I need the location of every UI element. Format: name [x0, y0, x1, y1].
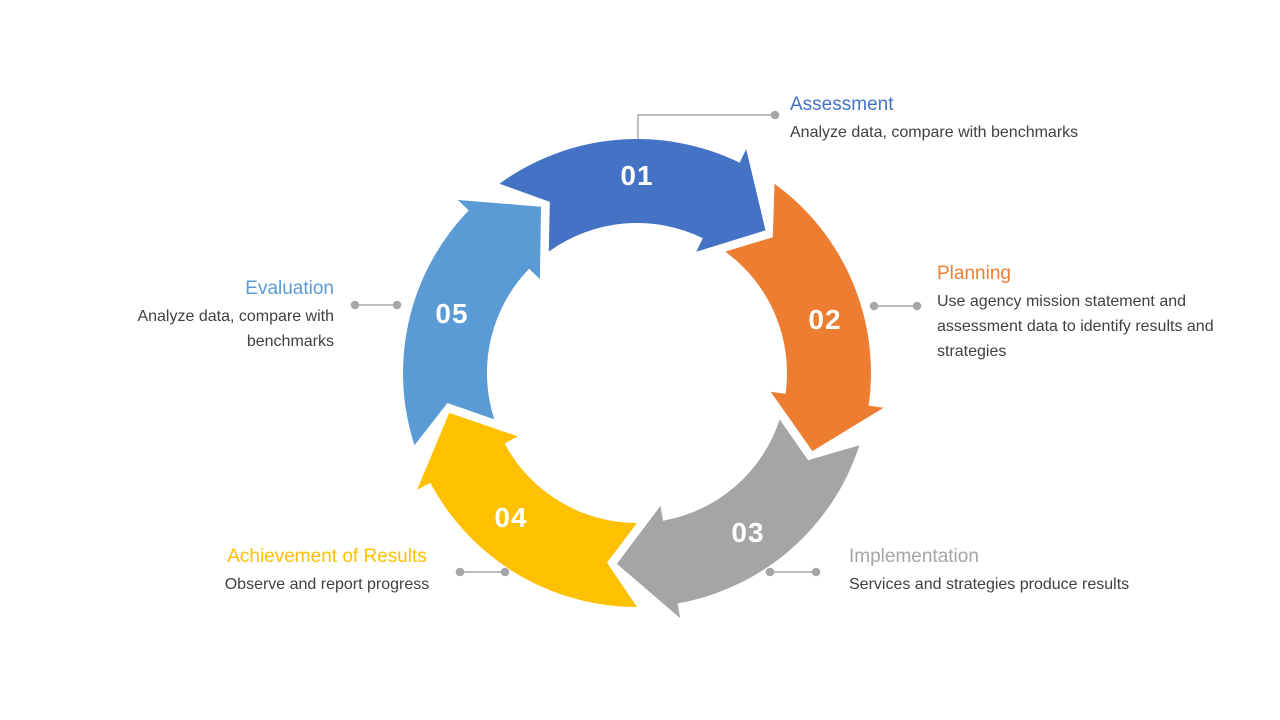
step-title-implementation: Implementation — [849, 546, 979, 567]
leader-planning — [869, 301, 922, 311]
arrow-achievement-of-results — [414, 410, 640, 610]
leader-implementation-dot — [765, 567, 775, 577]
leader-assessment — [637, 110, 780, 139]
leader-evaluation — [350, 300, 402, 310]
step-text-evaluation: Evaluation Analyze data, compare with be… — [114, 277, 334, 354]
step-number-03: 03 — [731, 517, 765, 548]
step-desc-achievement-of-results: Observe and report progress — [224, 576, 430, 593]
leader-evaluation-dot — [392, 300, 402, 310]
step-text-planning: Planning Use agency mission statement an… — [937, 262, 1249, 364]
step-number-01: 01 — [620, 160, 654, 191]
step-number-05: 05 — [435, 298, 469, 329]
step-number-02: 02 — [808, 304, 842, 335]
step-text-achievement-of-results: Achievement of Results Observe and repor… — [207, 545, 447, 597]
step-text-assessment: Assessment Analyze data, compare with be… — [790, 93, 1078, 145]
leader-achievement-dot — [500, 567, 510, 577]
arrow-evaluation — [400, 197, 544, 448]
step-text-implementation: Implementation Services and strategies p… — [849, 545, 1129, 597]
step-desc-implementation: Services and strategies produce results — [849, 576, 1130, 593]
step-title-planning: Planning — [937, 263, 1011, 284]
leader-implementation — [765, 567, 821, 577]
leader-achievement-dot — [455, 567, 465, 577]
arrow-planning — [722, 181, 887, 454]
leader-planning-dot — [869, 301, 879, 311]
leader-achievement — [455, 567, 510, 577]
arrow-implementation — [614, 416, 862, 621]
leader-evaluation-dot — [350, 300, 360, 310]
arrow-assessment — [497, 136, 768, 255]
step-desc-evaluation: Analyze data, compare with benchmarks — [137, 308, 334, 350]
step-desc-assessment: Analyze data, compare with benchmarks — [790, 124, 1079, 141]
step-title-assessment: Assessment — [790, 94, 894, 115]
step-desc-planning: Use agency mission statement and assessm… — [937, 293, 1214, 360]
step-number-04: 04 — [494, 502, 528, 533]
leader-assessment-line — [637, 114, 773, 139]
leader-implementation-dot — [811, 567, 821, 577]
step-title-evaluation: Evaluation — [245, 278, 334, 299]
leader-planning-dot — [912, 301, 922, 311]
step-title-achievement-of-results: Achievement of Results — [227, 546, 427, 567]
leader-assessment-dot — [770, 110, 780, 120]
